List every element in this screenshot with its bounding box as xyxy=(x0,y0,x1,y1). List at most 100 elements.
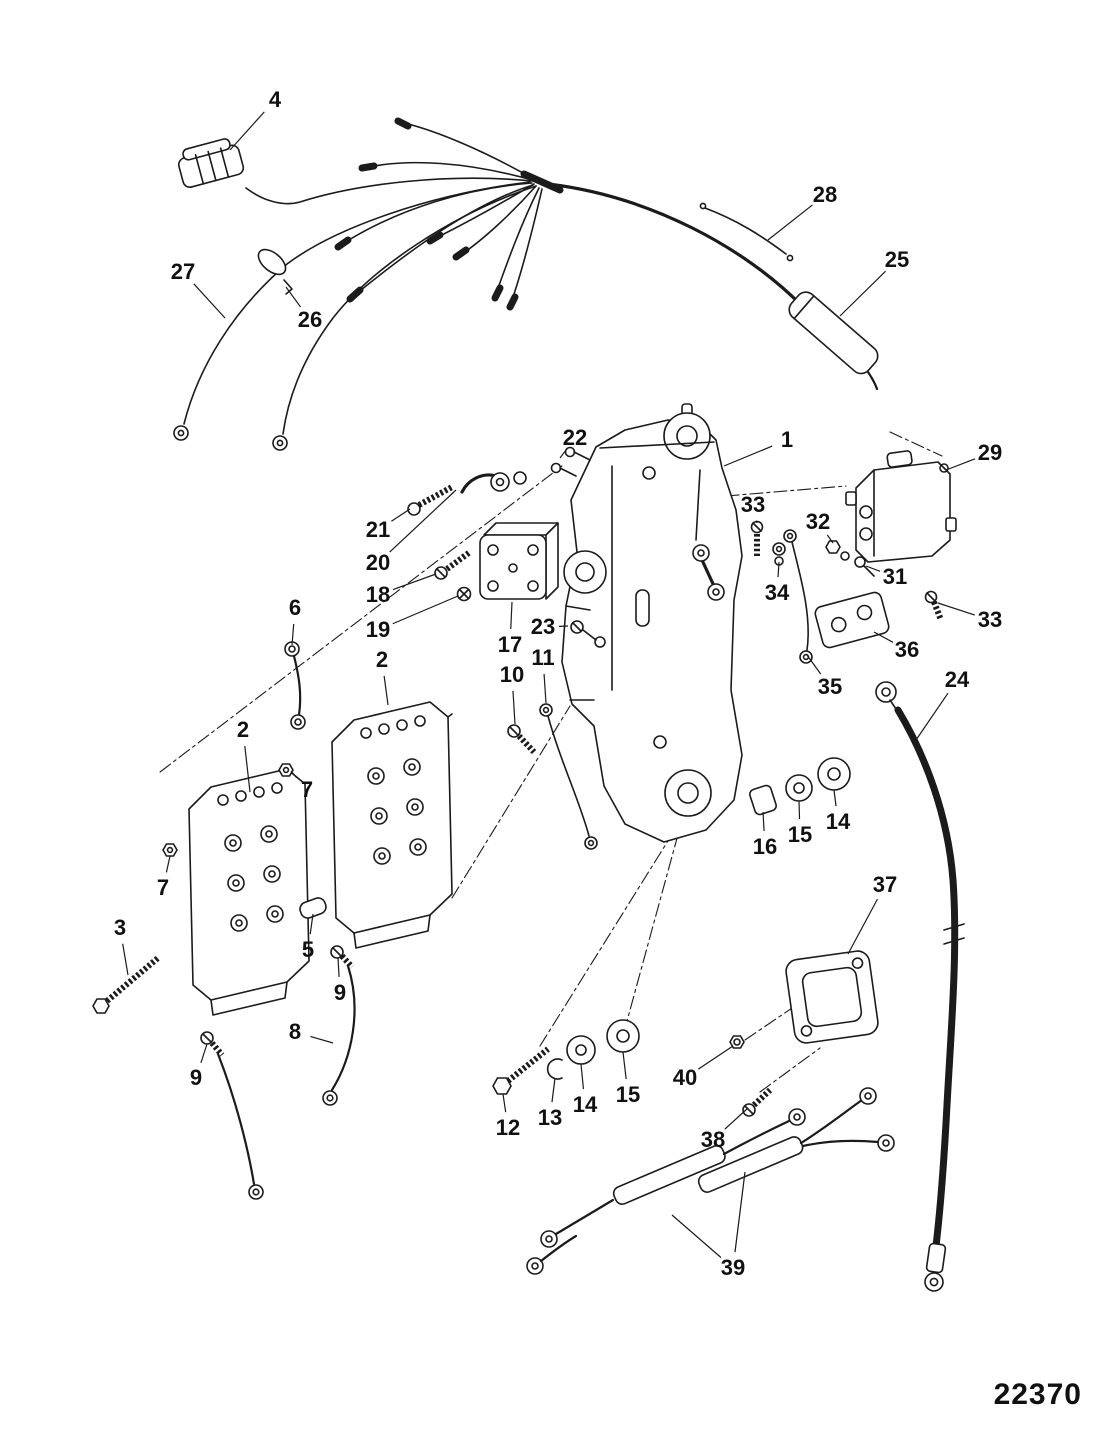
part-9-screw-lead xyxy=(322,945,356,1106)
part-callout-21: 21 xyxy=(366,517,390,542)
part-callout-33: 33 xyxy=(741,492,765,517)
part-callout-18: 18 xyxy=(366,582,390,607)
callout-leader-line xyxy=(389,489,457,553)
part-callout-12: 12 xyxy=(496,1115,520,1140)
callout-leader-line xyxy=(833,789,837,807)
part-12-bolt xyxy=(492,1046,550,1095)
callout-leader-line xyxy=(165,855,171,873)
part-2-terminal-block xyxy=(331,701,453,949)
callout-leader-line xyxy=(580,1063,585,1090)
callout-leader-line xyxy=(337,957,340,978)
part-callout-39: 39 xyxy=(721,1255,745,1280)
part-9-screw-lead xyxy=(200,1031,264,1200)
part-26-sleeve xyxy=(257,248,293,295)
part-callout-35: 35 xyxy=(818,674,842,699)
part-callout-22: 22 xyxy=(563,425,587,450)
wiring-harness xyxy=(173,117,879,451)
callout-leader-line xyxy=(512,690,516,725)
part-32-nut xyxy=(825,540,850,561)
callout-leader-line xyxy=(945,458,976,471)
part-18-screw xyxy=(434,549,472,580)
part-callout-14: 14 xyxy=(826,809,851,834)
part-21-bolt-head xyxy=(407,502,421,516)
part-16-bushing xyxy=(749,784,777,816)
part-callout-38: 38 xyxy=(701,1127,725,1152)
part-17-rectifier xyxy=(479,522,559,600)
part-callout-33: 33 xyxy=(978,607,1002,632)
part-callout-40: 40 xyxy=(673,1065,697,1090)
callout-leader-line xyxy=(671,1214,722,1258)
callout-leader-line xyxy=(285,286,302,308)
part-13-clip xyxy=(546,1058,563,1080)
part-20-clamp xyxy=(407,471,527,516)
part-callout-13: 13 xyxy=(538,1105,562,1130)
callout-leader-line xyxy=(510,601,513,630)
callout-leader-line xyxy=(551,1077,556,1103)
part-callout-23: 23 xyxy=(531,614,555,639)
part-38-screw xyxy=(742,1087,773,1117)
part-37-regulator xyxy=(785,950,879,1044)
part-callout-4: 4 xyxy=(269,87,282,112)
callout-leader-line xyxy=(310,1035,334,1044)
callout-leader-line xyxy=(383,675,389,706)
part-27-wires xyxy=(173,181,537,451)
part-callout-8: 8 xyxy=(289,1019,301,1044)
callout-leader-line xyxy=(392,573,437,591)
part-callout-6: 6 xyxy=(289,595,301,620)
part-callout-25: 25 xyxy=(885,247,909,272)
part-10-screw xyxy=(507,724,537,755)
diagram-number: 22370 xyxy=(993,1378,1082,1411)
part-callout-2: 2 xyxy=(376,647,388,672)
callout-leader-line xyxy=(806,654,822,675)
part-callout-11: 11 xyxy=(531,645,554,670)
part-callout-10: 10 xyxy=(500,662,524,687)
part-callout-9: 9 xyxy=(190,1065,202,1090)
callout-leader-line xyxy=(622,1051,627,1080)
callout-leader-line xyxy=(392,595,459,625)
callout-leader-line xyxy=(734,1171,746,1253)
part-39-leads xyxy=(526,1087,895,1275)
part-23-screw xyxy=(570,620,597,641)
part-24-battery-cable xyxy=(875,681,965,1292)
part-callout-24: 24 xyxy=(945,667,970,692)
callout-leader-line xyxy=(937,602,975,616)
callout-leader-line xyxy=(697,1045,734,1070)
part-callout-32: 32 xyxy=(806,509,830,534)
part-callout-26: 26 xyxy=(298,307,322,332)
callout-leader-line xyxy=(826,534,834,544)
callout-leader-line xyxy=(229,111,265,151)
part-6-jumper xyxy=(284,641,306,730)
part-4-connector xyxy=(177,138,245,188)
part-11-lead xyxy=(539,703,598,850)
callout-leader-line xyxy=(291,623,295,646)
part-callout-5: 5 xyxy=(302,937,314,962)
part-callout-7: 7 xyxy=(301,777,313,802)
part-callout-16: 16 xyxy=(753,834,777,859)
callout-leader-line xyxy=(391,508,411,522)
callout-leader-line xyxy=(839,270,887,317)
part-3-bolt xyxy=(92,955,160,1014)
part-callout-17: 17 xyxy=(498,632,522,657)
part-1-mounting-bracket xyxy=(550,403,743,843)
part-callout-1: 1 xyxy=(781,427,793,452)
callout-leader-line xyxy=(865,565,881,572)
part-7-nut xyxy=(278,763,294,777)
part-35-lead xyxy=(783,529,813,664)
part-callout-15: 15 xyxy=(788,822,812,847)
part-callout-7: 7 xyxy=(157,875,169,900)
part-callout-20: 20 xyxy=(366,550,390,575)
part-callout-36: 36 xyxy=(895,637,919,662)
callout-leader-line xyxy=(724,1107,749,1130)
part-5-spacer xyxy=(299,897,327,919)
part-7-nut xyxy=(162,843,178,857)
callout-leader-line xyxy=(777,561,780,578)
part-33-screw xyxy=(924,590,944,622)
callout-leader-line xyxy=(915,692,949,741)
callout-leader-line xyxy=(762,811,765,832)
callout-leader-line xyxy=(559,450,566,459)
part-callout-27: 27 xyxy=(171,259,195,284)
callout-leader-line xyxy=(122,943,129,976)
